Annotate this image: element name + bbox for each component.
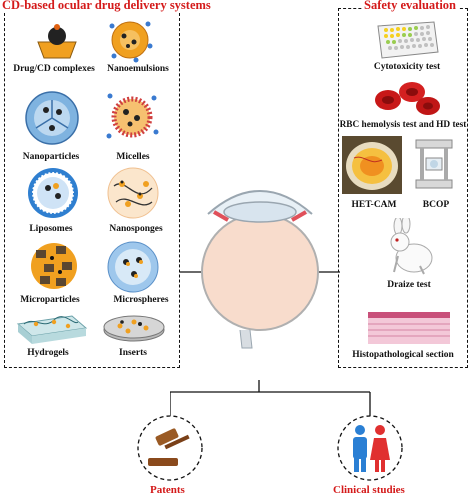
label-hydrogels: Hydrogels	[27, 348, 69, 358]
label-rbc-hemolysis-test: RBC hemolysis test and HD test	[339, 120, 467, 130]
red-blood-cell-icon	[372, 76, 442, 118]
label-het-cam: HET-CAM	[351, 200, 397, 210]
label-liposomes: Liposomes	[29, 224, 73, 234]
microparticle-icon	[26, 240, 82, 292]
label-draize-test: Draize test	[387, 280, 431, 290]
insert-icon	[102, 312, 166, 344]
label-inserts: Inserts	[119, 348, 147, 358]
eye-diagram	[180, 150, 340, 360]
delivery-systems-title: CD-based ocular drug delivery systems	[2, 0, 213, 13]
tree-connector	[170, 380, 380, 420]
safety-evaluation-title: Safety evaluation	[362, 0, 459, 13]
label-patents: Patents	[150, 484, 185, 496]
label-nanoparticles: Nanoparticles	[22, 152, 80, 162]
label-histopathological-section: Histopathological section	[352, 350, 454, 360]
label-nanosponges: Nanosponges	[109, 224, 163, 234]
nanoemulsion-icon	[106, 16, 154, 64]
label-micelles: Micelles	[116, 152, 150, 162]
microsphere-icon	[106, 240, 160, 294]
label-microspheres: Microspheres	[113, 295, 169, 305]
liposome-icon	[26, 166, 80, 220]
cornea-holder-icon	[410, 138, 458, 192]
label-nanoemulsions: Nanoemulsions	[107, 64, 169, 74]
well-plate-icon	[374, 20, 440, 60]
label-microparticles: Microparticles	[20, 295, 80, 305]
gavel-icon	[134, 414, 206, 482]
nanosponge-icon	[106, 166, 160, 220]
tissue-section-icon	[368, 312, 450, 344]
micelle-icon	[104, 88, 160, 146]
hydrogel-icon	[14, 310, 90, 346]
patients-icon	[334, 414, 406, 482]
label-cytotoxicity-test: Cytotoxicity test	[373, 62, 441, 72]
rabbit-icon	[384, 218, 436, 276]
nanoparticle-icon	[24, 90, 80, 146]
drug-cd-complex-icon	[34, 20, 80, 62]
egg-membrane-icon	[342, 136, 402, 194]
label-bcop: BCOP	[422, 200, 450, 210]
label-drug-cd-complexes: Drug/CD complexes	[13, 64, 95, 74]
label-clinical-studies: Clinical studies	[333, 484, 405, 496]
